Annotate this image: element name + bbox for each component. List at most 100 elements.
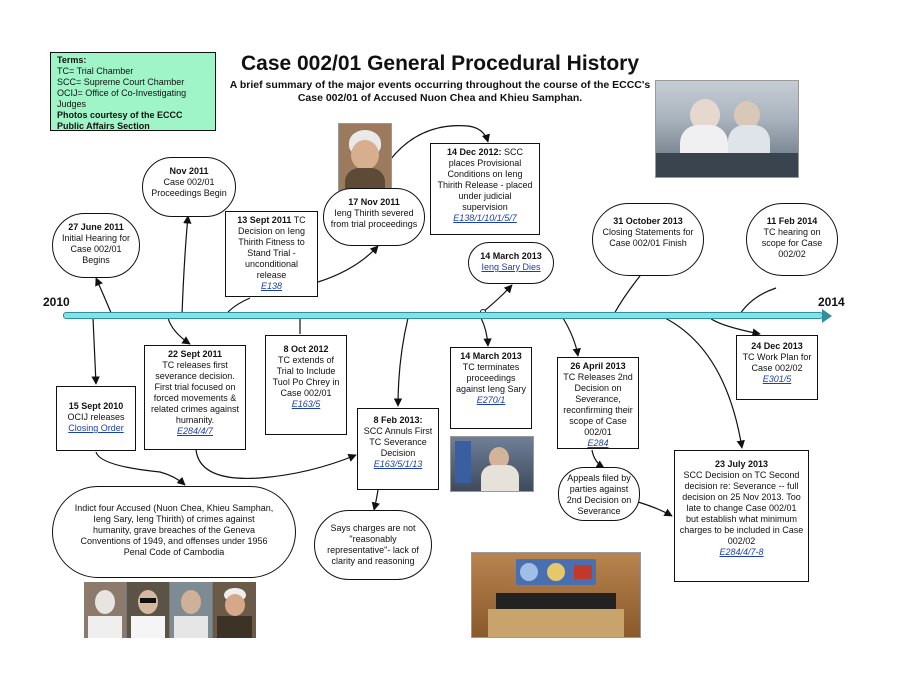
arrow-closing-order [91, 317, 100, 385]
legend-line-tc: TC= Trial Chamber [57, 66, 134, 76]
event-work-plan: 24 Dec 2013 TC Work Plan for Case 002/02… [736, 335, 818, 400]
event-date: 13 Sept 2011 [237, 215, 292, 225]
event-text: OCIJ releases [67, 412, 125, 422]
doc-ref-link[interactable]: E138 [260, 281, 283, 291]
event-closing-statements: 31 October 2013 Closing Statements for C… [592, 203, 704, 276]
page-subtitle: A brief summary of the major events occu… [229, 79, 651, 104]
arrow-ieng-sary-dies [482, 284, 513, 313]
note-text: Indict four Accused (Nuon Chea, Khieu Sa… [74, 503, 274, 557]
event-text: TC releases first severance decision. Fi… [150, 360, 240, 425]
event-date: 14 Dec 2012: [446, 147, 502, 157]
event-date: 14 March 2013 [460, 351, 522, 361]
closing-order-link[interactable]: Closing Order [68, 423, 124, 433]
end-year-label: 2014 [818, 295, 845, 309]
note-text: Appeals filed by parties against 2nd Dec… [566, 473, 632, 516]
arrow-second-severance [562, 317, 581, 357]
arrow-work-plan [709, 317, 761, 337]
event-text: SCC Decision on TC Second decision re: S… [679, 470, 804, 546]
doc-ref-link[interactable]: E284/4/7-8 [719, 547, 764, 557]
legend-heading: Terms: [57, 55, 87, 65]
event-scc-severance-decision: 23 July 2013 SCC Decision on TC Second d… [674, 450, 809, 582]
event-date: 22 Sept 2011 [167, 349, 223, 359]
event-first-severance: 22 Sept 2011 TC releases first severance… [144, 345, 246, 450]
event-ieng-thirith-severed: 17 Nov 2011 Ieng Thirith severed from tr… [323, 188, 425, 246]
event-ieng-sary-dies: 14 March 2013 Ieng Sary Dies [468, 242, 554, 284]
arrow-appeals [591, 449, 605, 469]
event-date: 23 July 2013 [714, 459, 769, 469]
event-scc-annuls: 8 Feb 2013: SCC Annuls First TC Severanc… [357, 408, 439, 490]
line-closing-statements [613, 275, 641, 315]
accused-portraits-photo [84, 582, 256, 638]
arrow-july-decision [664, 317, 745, 449]
event-date: 8 Oct 2012 [283, 344, 329, 354]
event-text: SCC Annuls First TC Severance Decision [363, 426, 433, 458]
event-text: TC Releases 2nd Decision on Severance, r… [563, 372, 633, 437]
arrow-says-charges [371, 489, 380, 511]
doc-ref-link[interactable]: E270/1 [476, 395, 506, 405]
line-feb-hearing [739, 287, 777, 315]
arrow-proceedings-begin [181, 215, 192, 316]
ieng-sary-dies-link[interactable]: Ieng Sary Dies [481, 262, 541, 272]
event-text: TC Decision on Ieng Thirith Fitness to S… [237, 215, 306, 280]
event-date: 11 Feb 2014 [766, 216, 818, 226]
arrow-annuls [393, 317, 409, 407]
event-text: SCC places Provisional Conditions on Ien… [437, 147, 533, 212]
courtroom-bench-photo [471, 552, 641, 638]
event-text: TC hearing on scope for Case 002/02 [761, 227, 823, 259]
note-text: Says charges are not "reasonably represe… [327, 523, 419, 566]
arrow-annul-link [195, 449, 357, 480]
page-title: Case 002/01 General Procedural History [240, 52, 640, 75]
ieng-thirith-photo [338, 123, 392, 191]
legend-line-scc: SCC= Supreme Court Chamber [57, 77, 185, 87]
event-date: 17 Nov 2011 [348, 197, 400, 207]
doc-ref-link[interactable]: E284 [587, 438, 609, 448]
event-date: 27 June 2011 [68, 222, 124, 232]
start-year-label: 2010 [43, 295, 70, 309]
doc-ref-link[interactable]: E163/5/1/13 [373, 459, 423, 469]
event-text: Closing Statements for Case 002/01 Finis… [602, 227, 694, 248]
legend-line-ocij: OCIJ= Office of Co-Investigating Judges [57, 88, 187, 109]
doc-ref-link[interactable]: E163/5 [291, 399, 321, 409]
arrow-scc-decision [637, 501, 673, 517]
event-date: 8 Feb 2013: [373, 415, 423, 425]
event-proceedings-begin: Nov 2011 Case 002/01 Proceedings Begin [142, 157, 236, 217]
arrow-terminates [480, 317, 492, 347]
terms-legend: Terms: TC= Trial Chamber SCC= Supreme Co… [50, 52, 216, 131]
note-appeals: Appeals filed by parties against 2nd Dec… [558, 467, 640, 521]
note-indictment: Indict four Accused (Nuon Chea, Khieu Sa… [52, 486, 296, 578]
event-fitness-decision: 13 Sept 2011 TC Decision on Ieng Thirith… [225, 211, 318, 297]
event-initial-hearing: 27 June 2011 Initial Hearing for Case 00… [52, 213, 140, 278]
event-second-severance: 26 April 2013 TC Releases 2nd Decision o… [557, 357, 639, 449]
doc-ref-link[interactable]: E301/5 [762, 374, 792, 384]
courtroom-photo-accused [655, 80, 799, 178]
note-charges-not-representative: Says charges are not "reasonably represe… [314, 510, 432, 580]
event-provisional-conditions: 14 Dec 2012: SCC places Provisional Cond… [430, 143, 540, 235]
event-date: 31 October 2013 [613, 216, 683, 226]
event-date: Nov 2011 [169, 166, 209, 176]
arrow-indict [95, 451, 186, 486]
event-date: 26 April 2013 [570, 361, 626, 371]
event-terminates-ieng-sary: 14 March 2013 TC terminates proceedings … [450, 347, 532, 429]
doc-ref-link[interactable]: E284/4/7 [176, 426, 214, 436]
event-scope-hearing: 11 Feb 2014 TC hearing on scope for Case… [746, 203, 838, 276]
event-text: Case 002/01 Proceedings Begin [151, 177, 227, 198]
doc-ref-link[interactable]: E138/1/10/1/5/7 [453, 213, 517, 223]
event-text: Initial Hearing for Case 002/01 Begins [61, 233, 131, 265]
legend-credit: Photos courtesy of the ECCC Public Affai… [57, 110, 183, 131]
event-text: TC Work Plan for Case 002/02 [742, 352, 812, 373]
timeline-arrowhead [822, 309, 832, 323]
event-date: 24 Dec 2013 [751, 341, 803, 351]
line-fitness-decision [227, 297, 251, 313]
event-closing-order: 15 Sept 2010 OCIJ releases Closing Order [56, 386, 136, 451]
arrow-severed [317, 245, 379, 283]
event-text: Ieng Thirith severed from trial proceedi… [330, 208, 418, 229]
timeline-bar [63, 312, 823, 319]
event-tuol-po-chrey: 8 Oct 2012 TC extends of Trial to Includ… [265, 335, 347, 435]
arrow-first-severance [167, 317, 191, 345]
arrow-initial-hearing [95, 277, 113, 316]
arrow-provisional-conditions [389, 125, 490, 161]
event-text: TC terminates proceedings against Ieng S… [455, 362, 527, 394]
event-text: TC extends of Trial to Include Tuol Po C… [272, 355, 340, 398]
event-date: 15 Sept 2010 [68, 401, 124, 411]
ieng-sary-photo [450, 436, 534, 492]
